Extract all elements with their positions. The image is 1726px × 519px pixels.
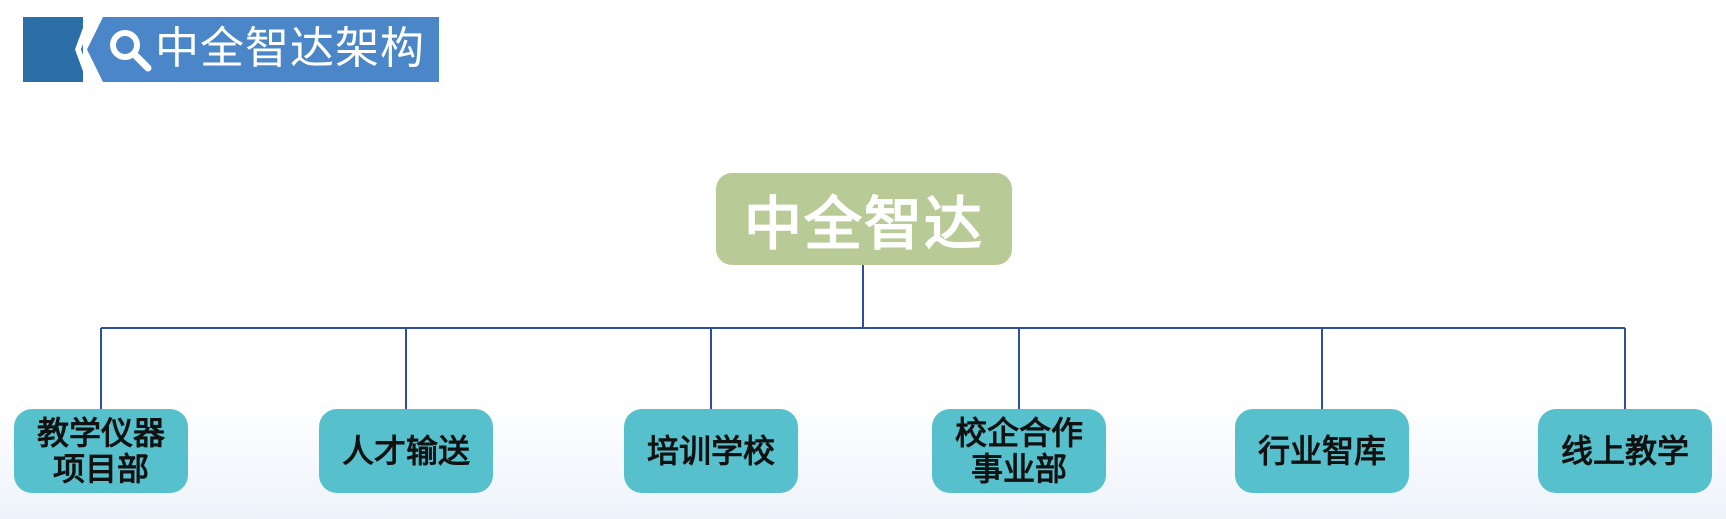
org-node-online-teaching: 线上教学 [1538, 409, 1712, 493]
org-node-training-school: 培训学校 [624, 409, 798, 493]
header-banner: 中全智达架构 [23, 17, 439, 82]
org-node-industry-think-tank: 行业智库 [1235, 409, 1409, 493]
node-label-line: 项目部 [52, 450, 149, 488]
org-node-school-enterprise: 校企合作 事业部 [932, 409, 1106, 493]
org-node-teaching-instruments: 教学仪器 项目部 [14, 409, 188, 493]
banner-accent-block [23, 17, 83, 82]
org-root-node: 中全智达 [716, 173, 1012, 265]
org-node-talent-delivery: 人才输送 [319, 409, 493, 493]
node-label-line: 行业智库 [1257, 432, 1386, 470]
node-label-line: 人才输送 [341, 432, 470, 470]
search-icon [110, 30, 152, 72]
background-fade [0, 399, 1726, 519]
node-label-line: 培训学校 [646, 432, 775, 470]
node-label-line: 线上教学 [1560, 432, 1689, 470]
node-label-line: 校企合作 [954, 414, 1083, 452]
node-label-line: 事业部 [970, 450, 1067, 488]
banner-title-bar [87, 17, 439, 82]
page-title: 中全智达架构 [155, 23, 425, 74]
node-label-line: 教学仪器 [36, 414, 165, 452]
